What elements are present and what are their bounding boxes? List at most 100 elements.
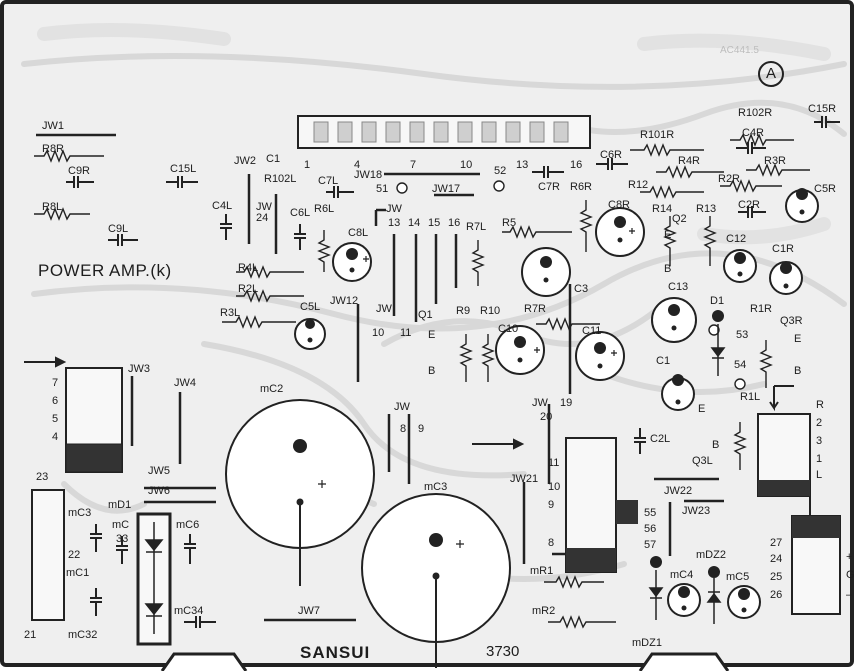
label-r8r: R8R — [42, 143, 65, 155]
label-p51: 51 — [376, 183, 389, 195]
label-rL: L — [816, 469, 823, 481]
label-jw20: JW — [532, 397, 548, 409]
label-s9: 9 — [548, 499, 555, 511]
label-pin10: 10 — [460, 159, 473, 171]
label-s11: 11 — [548, 457, 560, 469]
label-r5: R5 — [502, 217, 517, 229]
label-c12: C12 — [726, 233, 747, 245]
label-p23: 23 — [36, 471, 49, 483]
label-q2: Q2 — [672, 213, 687, 225]
edge-notch-left — [160, 652, 248, 671]
label-q1-e: E — [428, 329, 436, 341]
label-pin7: 7 — [410, 159, 417, 171]
label-n10: 10 — [372, 327, 385, 339]
label-jw5: JW5 — [148, 465, 170, 477]
label-r7l: R7L — [466, 221, 487, 233]
label-c7l: C7L — [318, 175, 339, 187]
label-mc32: mC32 — [68, 629, 98, 641]
label-n33: 33 — [116, 533, 129, 545]
label-r3l: R3L — [220, 307, 241, 319]
label-p53: 53 — [736, 329, 749, 341]
label-r4r: R4R — [678, 155, 701, 167]
label-jw23: JW23 — [682, 505, 711, 517]
label-r14: R14 — [652, 203, 673, 215]
label-mc3: mC3 — [424, 481, 448, 493]
label-mc2: mC2 — [260, 383, 284, 395]
label-q3l-e: E — [698, 403, 706, 415]
label-p56: 56 — [644, 523, 657, 535]
label-minus: – — [846, 589, 853, 601]
label-mc34: mC34 — [174, 605, 204, 617]
label-p55: 55 — [644, 507, 657, 519]
label-s10: 10 — [548, 481, 561, 493]
faint-code: AC441.5 — [720, 45, 759, 56]
label-q3l: Q3L — [692, 455, 713, 467]
label-c8l: C8L — [348, 227, 369, 239]
label-q3r-e: E — [794, 333, 802, 345]
label-c6r: C6R — [600, 149, 623, 161]
pcb-artwork — [21, 23, 847, 671]
label-c2l: C2L — [650, 433, 671, 445]
label-jw7: JW7 — [298, 605, 320, 617]
label-n20: 20 — [540, 411, 553, 423]
label-jw19: 19 — [560, 397, 573, 409]
label-c5l: C5L — [300, 301, 321, 313]
label-mdz2: mDZ2 — [696, 549, 726, 561]
label-r101r: R101R — [640, 129, 675, 141]
label-n8: 8 — [400, 423, 407, 435]
label-mc4: mC4 — [670, 569, 694, 581]
label-mc1: mC1 — [66, 567, 90, 579]
label-q2-b: B — [664, 263, 672, 275]
label-c10: C10 — [498, 323, 519, 335]
label-n9: 9 — [418, 423, 425, 435]
label-p24: 24 — [770, 553, 783, 565]
board-title: POWER AMP.(k) — [38, 261, 172, 280]
label-q3r-b: B — [794, 365, 802, 377]
label-p22: 22 — [68, 549, 81, 561]
label-n13: 13 — [388, 217, 401, 229]
label-r10: R10 — [480, 305, 501, 317]
label-c3: C3 — [574, 283, 589, 295]
label-r2: 2 — [816, 417, 823, 429]
edge-notch-right — [638, 652, 730, 671]
label-jw1: JW1 — [42, 120, 64, 132]
label-n15: 15 — [428, 217, 441, 229]
label-jw12: JW12 — [330, 295, 359, 307]
label-c4r: C4R — [742, 127, 765, 139]
label-jw24: JW 24 — [256, 201, 272, 224]
brand-label: SANSUI — [300, 643, 371, 662]
label-c7r: C7R — [538, 181, 561, 193]
label-n14: 14 — [408, 217, 421, 229]
label-jw-mid: JW — [376, 303, 392, 315]
label-md1: mD1 — [108, 499, 132, 511]
label-c9l: C9L — [108, 223, 129, 235]
label-s8: 8 — [548, 537, 555, 549]
label-r3r: R3R — [764, 155, 787, 167]
label-p6: 6 — [52, 395, 59, 407]
label-p27: 27 — [770, 537, 783, 549]
label-r3: 3 — [816, 435, 823, 447]
label-plus: + — [846, 551, 853, 563]
label-pin4: 4 — [354, 159, 361, 171]
label-d1: D1 — [710, 295, 725, 307]
label-r13: R13 — [696, 203, 717, 215]
label-r1r: R1R — [750, 303, 773, 315]
label-jw2: JW2 — [234, 155, 256, 167]
label-mr2: mR2 — [532, 605, 556, 617]
label-r8l: R8L — [42, 201, 63, 213]
label-p54: 54 — [734, 359, 747, 371]
label-p57: 57 — [644, 539, 657, 551]
label-n16: 16 — [448, 217, 461, 229]
label-r6l: R6L — [314, 203, 335, 215]
label-r12: R12 — [628, 179, 649, 191]
label-c2r: C2R — [738, 199, 761, 211]
label-c6l: C6L — [290, 207, 311, 219]
label-r4l: R4L — [238, 262, 259, 274]
label-rR: R — [816, 399, 824, 411]
label-c11: C11 — [582, 325, 602, 337]
label-r7r: R7R — [524, 303, 547, 315]
label-c15r: C15R — [808, 103, 837, 115]
label-r102l: R102L — [264, 173, 297, 185]
label-c5r: C5R — [814, 183, 837, 195]
